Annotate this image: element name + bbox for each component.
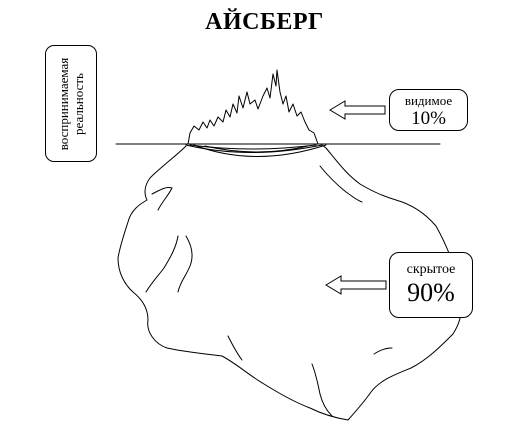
crevice-left <box>151 187 173 211</box>
hidden-percent: 90% <box>407 278 455 307</box>
visible-part-box: видимое 10% <box>389 89 468 131</box>
crevice-lower <box>227 335 243 361</box>
waterline-curve-3 <box>193 144 327 157</box>
waterline-curve-4 <box>204 145 309 153</box>
visible-percent: 10% <box>411 108 446 129</box>
waterline-curve-2 <box>189 144 317 150</box>
visible-arrow <box>329 100 386 120</box>
waterline-curve-1 <box>185 144 323 153</box>
iceberg-tip <box>187 69 319 145</box>
crevice-bottom-right <box>373 347 393 355</box>
hidden-arrow <box>325 275 387 295</box>
crevice-mid-left <box>145 235 179 293</box>
hidden-part-box: скрытое 90% <box>389 252 473 318</box>
crevice-center <box>177 235 193 293</box>
iceberg-underwater <box>117 144 463 421</box>
hidden-label: скрытое <box>406 262 456 277</box>
crevice-bottom <box>311 363 333 417</box>
visible-label: видимое <box>404 93 453 108</box>
perceived-reality-box: воспринимаемая реальность <box>45 45 97 162</box>
diagram-title: АЙСБЕРГ <box>205 9 324 35</box>
crevice-right <box>319 165 363 203</box>
